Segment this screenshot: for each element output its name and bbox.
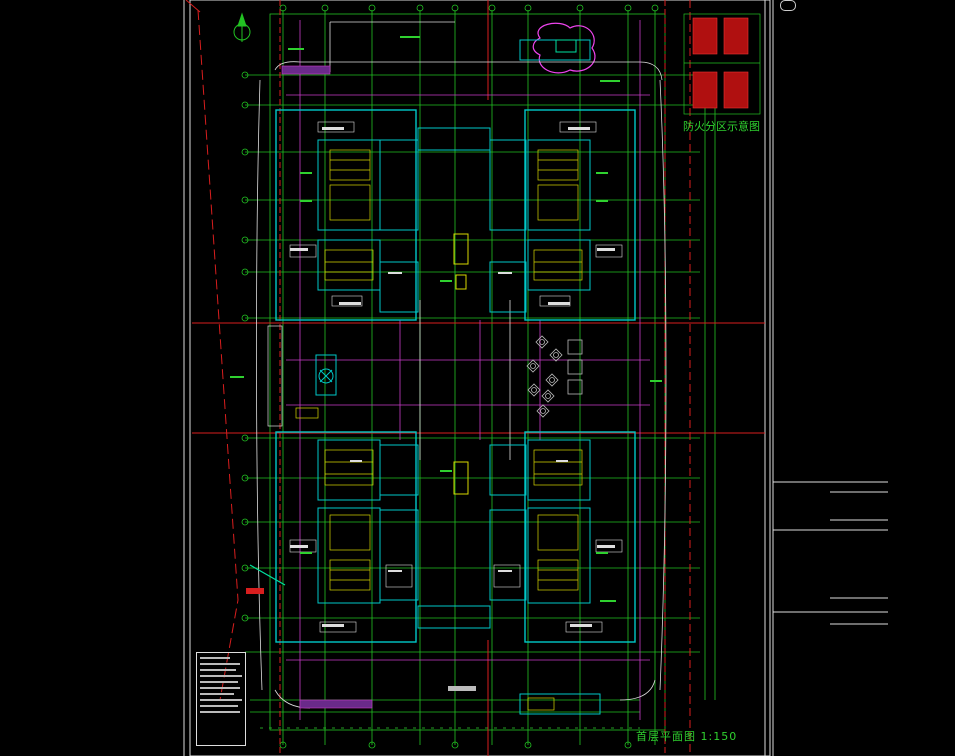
building-block-nw [275,109,417,321]
west-entrance [246,325,337,594]
grid-lines [245,10,716,745]
building-block-ne [524,109,636,321]
elevator-core-icon [448,39,601,715]
north-arrow-icon [233,12,251,42]
building-block-sw [275,431,417,643]
drawing-title: 首层平面图 1:150 [636,730,738,743]
red-axis-lines [185,0,765,756]
magenta-lines [286,20,650,720]
central-corridors [379,127,527,629]
annotation-tags [290,127,615,627]
drawing-frame [183,0,774,756]
dimension-text [230,36,662,602]
general-notes-block [196,652,246,746]
viewport-scroll-handle[interactable] [780,0,796,11]
title-block [773,481,888,625]
fire-zone-key-plan [683,13,761,115]
key-plan-label: 防火分区示意图 [683,120,760,133]
canopy-band [281,65,373,709]
building-block-se [493,431,636,643]
grid-bubbles [241,4,659,749]
plaza-paving-icon [526,335,583,418]
